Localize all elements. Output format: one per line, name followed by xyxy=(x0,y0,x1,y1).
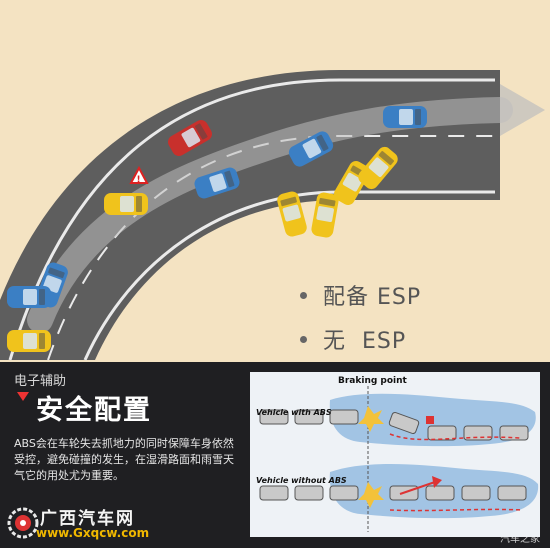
warning-triangle xyxy=(129,165,149,184)
legend-esp-car-icon xyxy=(7,286,51,308)
site-logo: 广西汽车网 www.Gxqcw.com xyxy=(6,502,156,546)
label-with-abs: Vehicle with ABS xyxy=(256,408,332,417)
description: ABS会在车轮失去抓地力的同时保障车身依然受控，避免碰撞的发生，在湿滑路面和雨雪… xyxy=(14,437,234,482)
curved-road-graphic: ! xyxy=(0,70,545,361)
road-illustration: ! 配备 ESP 无 ESP xyxy=(0,70,545,361)
brake-burst-top xyxy=(358,406,384,432)
svg-text:!: ! xyxy=(137,175,141,185)
legend-no-esp-car-icon xyxy=(7,330,51,352)
watermark-text: 汽车之家 xyxy=(500,534,540,545)
headline: 安全配置 xyxy=(36,395,152,426)
trajectory-arrowhead xyxy=(500,84,545,136)
road-edge-outer xyxy=(8,78,495,361)
info-panel: 电子辅助 安全配置 ABS会在车轮失去抓地力的同时保障车身依然受控，避免碰撞的发… xyxy=(0,362,550,548)
label-without-abs: Vehicle without ABS xyxy=(256,476,347,485)
logo-url: www.Gxqcw.com xyxy=(36,526,150,540)
legend-bullet xyxy=(300,291,307,299)
logo-text: 广西汽车网 xyxy=(40,509,135,529)
legend-no-esp: 无 ESP xyxy=(300,322,406,356)
abs-diagram-graphic xyxy=(259,386,539,532)
esp-car-4 xyxy=(383,106,427,128)
red-triangle-icon xyxy=(17,392,29,401)
legend-bullet xyxy=(300,335,307,343)
road-surface xyxy=(0,70,500,360)
legend-no-esp-label: 无 ESP xyxy=(323,329,407,354)
no-esp-car-1 xyxy=(104,193,148,215)
abs-braking-diagram: Braking point Vehicle with ABS Vehicle w… xyxy=(250,372,540,537)
road-edge-inner xyxy=(83,190,495,361)
gear-logo-icon xyxy=(7,507,39,539)
lane-divider xyxy=(47,135,495,361)
legend-esp-label: 配备 ESP xyxy=(323,285,422,310)
legend-esp: 配备 ESP xyxy=(300,278,421,312)
diagram-title: Braking point xyxy=(338,376,407,386)
category-label: 电子辅助 xyxy=(14,374,67,389)
brake-burst-bottom xyxy=(358,482,384,508)
